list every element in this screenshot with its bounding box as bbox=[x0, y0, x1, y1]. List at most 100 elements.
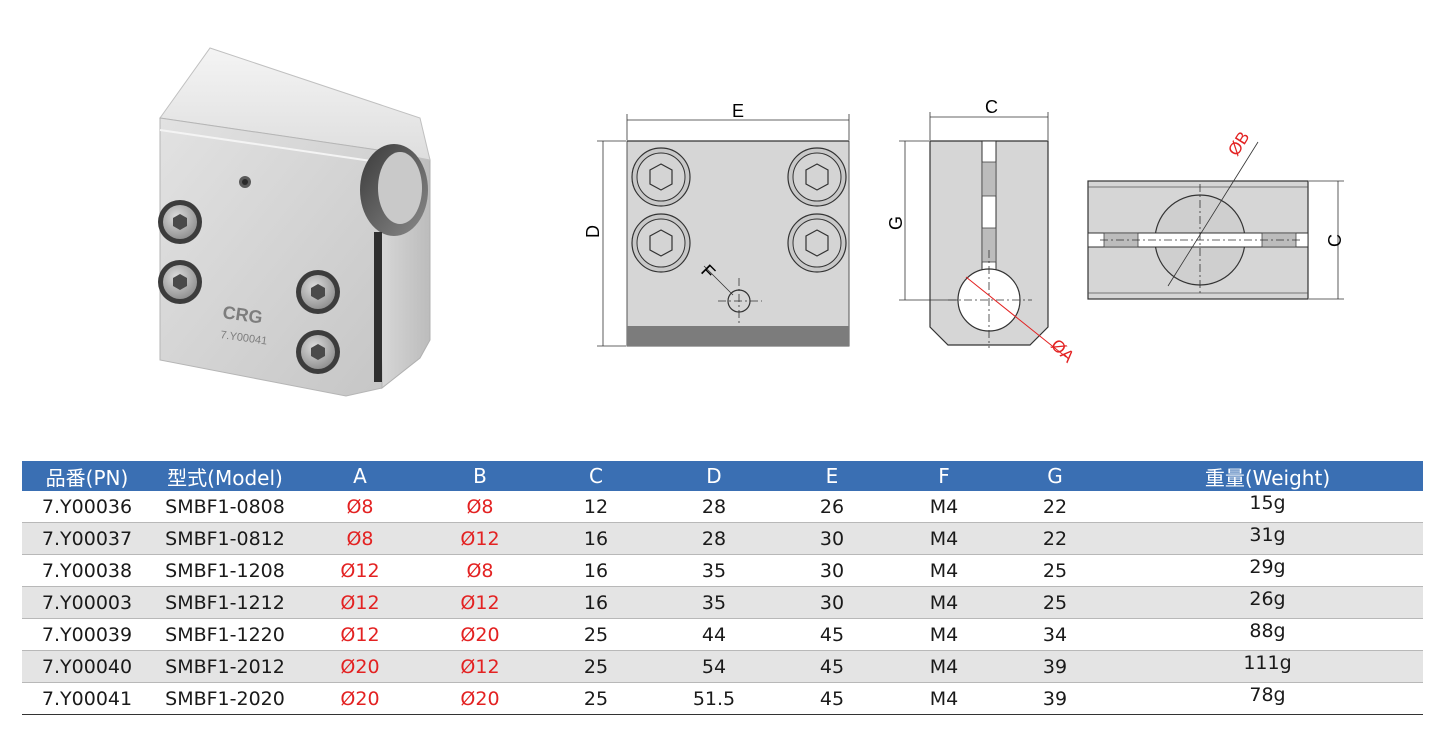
cell-pn: 7.Y00036 bbox=[22, 491, 152, 523]
cell-model: SMBF1-1220 bbox=[152, 618, 298, 651]
cell-a: Ø12 bbox=[298, 618, 422, 651]
cell-model: SMBF1-0808 bbox=[152, 491, 298, 523]
cell-weight: 78g bbox=[1112, 682, 1423, 715]
cap-screw-icon bbox=[158, 260, 202, 304]
cell-d: 44 bbox=[654, 618, 774, 651]
side-dim-a: ØA bbox=[1047, 335, 1078, 366]
cell-a: Ø8 bbox=[298, 491, 422, 523]
header-f: F bbox=[890, 461, 998, 491]
front-view-drawing: F E D bbox=[583, 101, 850, 347]
cell-g: 25 bbox=[998, 586, 1112, 619]
front-dim-e: E bbox=[732, 101, 744, 121]
top-dim-c: C bbox=[1325, 234, 1345, 247]
cell-e: 26 bbox=[774, 491, 890, 523]
cell-g: 39 bbox=[998, 650, 1112, 683]
cell-a: Ø20 bbox=[298, 650, 422, 683]
cell-d: 54 bbox=[654, 650, 774, 683]
cell-e: 30 bbox=[774, 554, 890, 587]
side-view-drawing: ØA C G bbox=[886, 97, 1078, 367]
cell-e: 30 bbox=[774, 522, 890, 555]
cell-e: 45 bbox=[774, 682, 890, 715]
cell-d: 35 bbox=[654, 554, 774, 587]
cell-c: 25 bbox=[538, 618, 654, 651]
cell-b: Ø12 bbox=[422, 650, 538, 683]
cell-c: 16 bbox=[538, 554, 654, 587]
cell-g: 34 bbox=[998, 618, 1112, 651]
cell-f: M4 bbox=[890, 586, 998, 619]
cell-g: 22 bbox=[998, 522, 1112, 555]
cell-model: SMBF1-1208 bbox=[152, 554, 298, 587]
cell-d: 28 bbox=[654, 491, 774, 523]
block-slot bbox=[374, 232, 382, 382]
cell-b: Ø20 bbox=[422, 618, 538, 651]
cell-pn: 7.Y00003 bbox=[22, 586, 152, 619]
block-chamfer-edge bbox=[159, 129, 379, 163]
header-pn: 品番(PN) bbox=[22, 461, 152, 491]
cell-model: SMBF1-0812 bbox=[152, 522, 298, 555]
cell-model: SMBF1-2012 bbox=[152, 650, 298, 683]
header-e: E bbox=[774, 461, 890, 491]
product-figure: CRG 7.Y00041 F bbox=[158, 47, 1345, 397]
spec-table: 品番(PN) 型式(Model) A B C D E F G 重量(Weight… bbox=[22, 461, 1423, 715]
cell-weight: 88g bbox=[1112, 618, 1423, 651]
cell-f: M4 bbox=[890, 682, 998, 715]
cell-g: 22 bbox=[998, 491, 1112, 523]
cell-pn: 7.Y00039 bbox=[22, 618, 152, 651]
header-b: B bbox=[422, 461, 538, 491]
header-model: 型式(Model) bbox=[152, 461, 298, 491]
hex-socket-icon bbox=[787, 147, 847, 207]
cell-weight: 31g bbox=[1112, 522, 1423, 555]
side-dim-c: C bbox=[985, 97, 998, 117]
cell-d: 35 bbox=[654, 586, 774, 619]
cell-pn: 7.Y00041 bbox=[22, 682, 152, 715]
cell-f: M4 bbox=[890, 650, 998, 683]
cell-b: Ø12 bbox=[422, 586, 538, 619]
cell-f: M4 bbox=[890, 491, 998, 523]
cell-c: 25 bbox=[538, 650, 654, 683]
cell-model: SMBF1-2020 bbox=[152, 682, 298, 715]
side-dim-g: G bbox=[886, 216, 906, 230]
cell-e: 30 bbox=[774, 586, 890, 619]
cell-c: 12 bbox=[538, 491, 654, 523]
front-view-base-strip bbox=[627, 326, 849, 346]
table-header-row: 品番(PN) 型式(Model) A B C D E F G 重量(Weight… bbox=[22, 461, 1423, 491]
block-front-face bbox=[159, 117, 383, 397]
cap-screw-icon bbox=[296, 270, 340, 314]
cell-b: Ø8 bbox=[422, 554, 538, 587]
cell-f: M4 bbox=[890, 554, 998, 587]
cell-c: 16 bbox=[538, 522, 654, 555]
cell-weight: 26g bbox=[1112, 586, 1423, 619]
cell-a: Ø8 bbox=[298, 522, 422, 555]
cell-e: 45 bbox=[774, 618, 890, 651]
cell-b: Ø12 bbox=[422, 522, 538, 555]
cell-c: 25 bbox=[538, 682, 654, 715]
top-dim-b: ØB bbox=[1224, 128, 1253, 159]
top-view-drawing: ØB C bbox=[1087, 128, 1345, 300]
cell-a: Ø12 bbox=[298, 554, 422, 587]
cell-d: 51.5 bbox=[654, 682, 774, 715]
cell-model: SMBF1-1212 bbox=[152, 586, 298, 619]
header-c: C bbox=[538, 461, 654, 491]
cell-weight: 111g bbox=[1112, 650, 1423, 683]
cell-weight: 29g bbox=[1112, 554, 1423, 587]
header-a: A bbox=[298, 461, 422, 491]
header-d: D bbox=[654, 461, 774, 491]
cell-weight: 15g bbox=[1112, 491, 1423, 523]
hex-socket-icon bbox=[787, 213, 847, 273]
cell-e: 45 bbox=[774, 650, 890, 683]
cell-f: M4 bbox=[890, 618, 998, 651]
cell-pn: 7.Y00040 bbox=[22, 650, 152, 683]
header-g: G bbox=[998, 461, 1112, 491]
cell-pn: 7.Y00037 bbox=[22, 522, 152, 555]
front-dim-d: D bbox=[583, 225, 603, 238]
cell-b: Ø8 bbox=[422, 491, 538, 523]
cap-screw-icon bbox=[296, 330, 340, 374]
cell-b: Ø20 bbox=[422, 682, 538, 715]
